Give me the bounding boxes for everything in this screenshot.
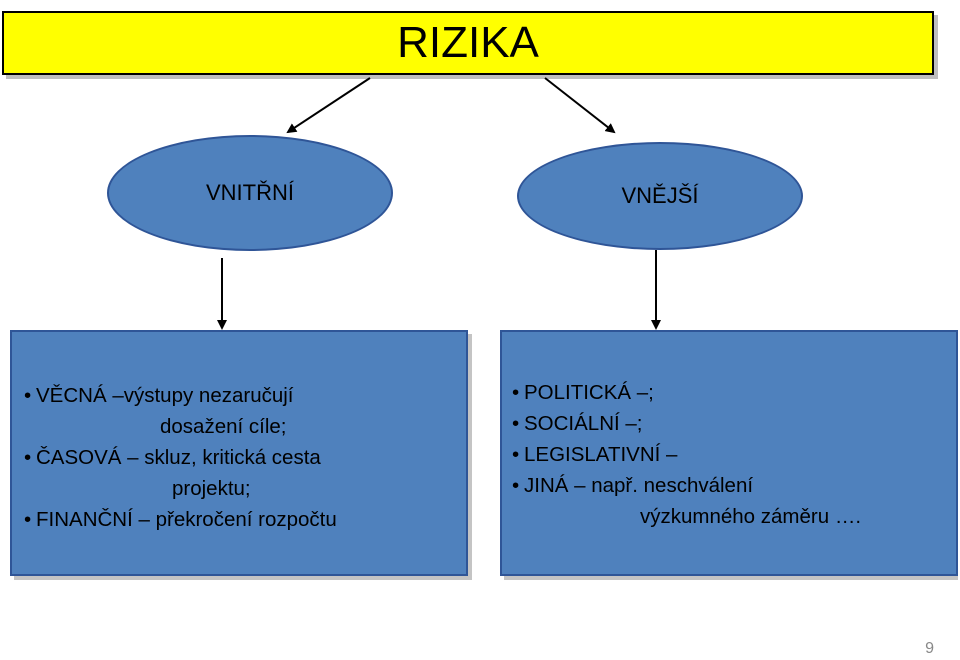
list-item-text: POLITICKÁ –; — [524, 381, 654, 404]
list-item-continuation: výzkumného záměru …. — [512, 501, 956, 532]
list-item-text: VĚCNÁ –výstupy nezaručují — [36, 384, 294, 407]
arrow-title-to-internal — [286, 77, 371, 134]
title-box: RIZIKA — [2, 11, 934, 75]
list-item-continuation: dosažení cíle; — [24, 411, 466, 442]
bullet: • — [24, 384, 32, 407]
list-item-text: LEGISLATIVNÍ – — [524, 443, 678, 466]
node-internal-label: VNITŘNÍ — [206, 180, 294, 205]
list-item: •POLITICKÁ –; — [512, 377, 956, 408]
list-item: •FINANČNÍ – překročení rozpočtu — [24, 504, 466, 535]
bullet: • — [24, 508, 32, 531]
list-item-text: JINÁ – např. neschválení — [524, 474, 754, 497]
list-item: •SOCIÁLNÍ –; — [512, 408, 956, 439]
list-item-text: projektu; — [172, 477, 251, 500]
node-internal: VNITŘNÍ — [107, 135, 393, 251]
bullet: • — [512, 381, 520, 404]
list-item-text: výzkumného záměru …. — [640, 505, 862, 528]
bullet: • — [24, 446, 32, 469]
list-item-text: ČASOVÁ – skluz, kritická cesta — [36, 446, 321, 469]
list-item: •VĚCNÁ –výstupy nezaručují — [24, 380, 466, 411]
list-item: •JINÁ – např. neschválení — [512, 470, 956, 501]
list-item-text: dosažení cíle; — [160, 415, 287, 438]
bullet: • — [512, 474, 520, 497]
list-item: •LEGISLATIVNÍ – — [512, 439, 956, 470]
external-risks-box: •POLITICKÁ –; •SOCIÁLNÍ –; •LEGISLATIVNÍ… — [500, 330, 958, 576]
arrow-title-to-external — [544, 77, 616, 134]
list-item-continuation: projektu; — [24, 473, 466, 504]
list-item-text: SOCIÁLNÍ –; — [524, 412, 643, 435]
list-item-text: FINANČNÍ – překročení rozpočtu — [36, 508, 337, 531]
page-number: 9 — [925, 640, 934, 657]
diagram-title: RIZIKA — [397, 18, 539, 67]
list-item: •ČASOVÁ – skluz, kritická cesta — [24, 442, 466, 473]
internal-risks-box: •VĚCNÁ –výstupy nezaručují dosažení cíle… — [10, 330, 468, 576]
node-external: VNĚJŠÍ — [517, 142, 803, 250]
bullet: • — [512, 412, 520, 435]
bullet: • — [512, 443, 520, 466]
node-external-label: VNĚJŠÍ — [621, 183, 699, 208]
